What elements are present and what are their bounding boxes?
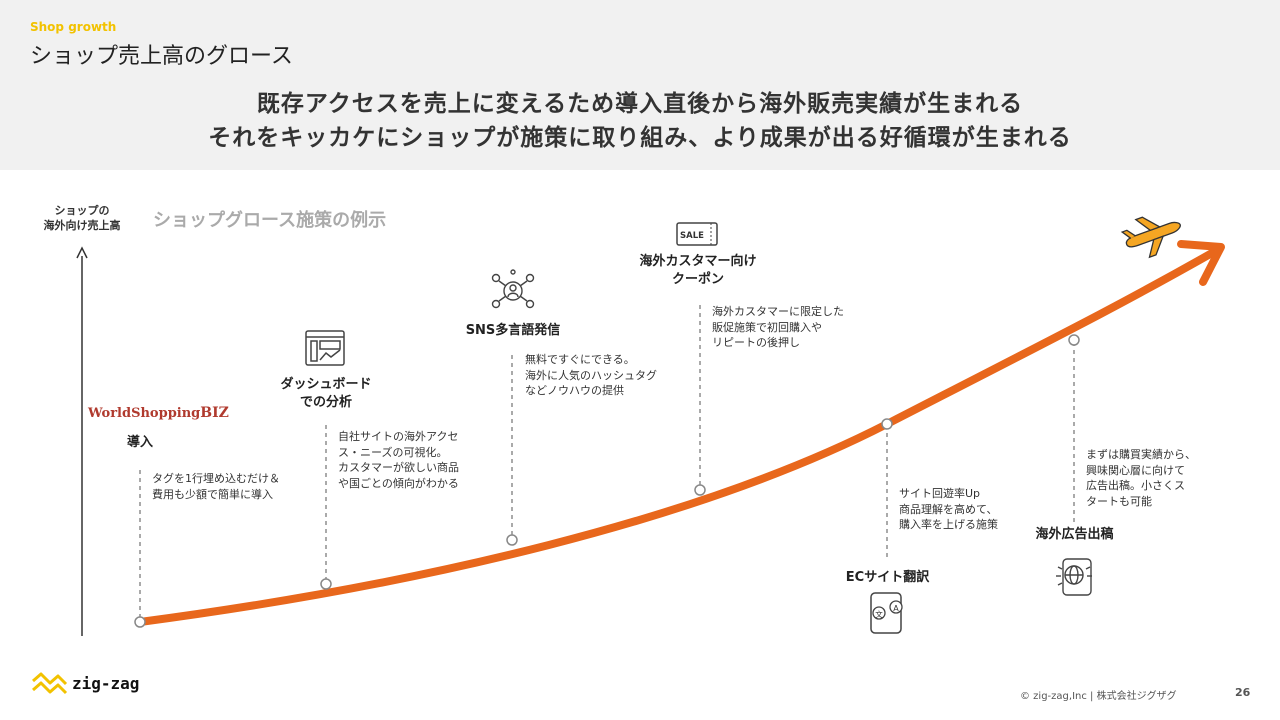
step-title-translation: ECサイト翻訳 bbox=[820, 569, 955, 587]
step-desc-coupon: 海外カスタマーに限定した 販促施策で初回購入や リピートの後押し bbox=[712, 304, 844, 351]
translate-phone-icon: 文 A bbox=[870, 592, 903, 634]
milestone-point bbox=[506, 534, 518, 546]
step-desc-line: カスタマーが欲しい商品 bbox=[338, 461, 459, 474]
step-desc-translation: サイト回遊率Up 商品理解を高めて、 購入率を上げる施策 bbox=[899, 486, 998, 533]
growth-curve-arrowhead bbox=[1177, 240, 1225, 286]
network-icon bbox=[491, 269, 535, 309]
step-title-line: ECサイト翻訳 bbox=[845, 570, 930, 585]
milestone-point bbox=[694, 484, 706, 496]
sale-coupon-icon: SALE bbox=[676, 222, 718, 246]
copyright: © zig-zag,Inc | 株式会社ジグザグ bbox=[1020, 691, 1177, 702]
page-number: 26 bbox=[1235, 686, 1251, 699]
step-desc-line: 無料ですぐにできる。 bbox=[525, 353, 635, 366]
step-desc-line: 興味関心層に向けて bbox=[1086, 463, 1185, 477]
step-desc-line: 海外に人気のハッシュタグ bbox=[525, 368, 657, 382]
worldshopping-logo: WorldShoppingBIZ bbox=[88, 405, 229, 421]
step-title-line: SNS多言語発信 bbox=[465, 323, 561, 338]
step-desc-line: 購入率を上げる施策 bbox=[899, 518, 998, 531]
step-title-line: 導入 bbox=[126, 435, 153, 450]
sale-label: SALE bbox=[680, 231, 704, 241]
y-axis-label: ショップの 海外向け売上高 bbox=[34, 203, 130, 233]
milestone-point bbox=[881, 418, 893, 430]
airplane-icon bbox=[1120, 216, 1181, 259]
step-title-intro: 導入 bbox=[110, 434, 170, 452]
step-desc-line: 商品理解を高めて、 bbox=[899, 502, 998, 516]
headline-line-2: それをキッカケにショップが施策に取り組み、より成果が出る好循環が生まれる bbox=[208, 125, 1072, 151]
step-desc-line: リピートの後押し bbox=[712, 336, 800, 349]
step-title-ads: 海外広告出稿 bbox=[1007, 526, 1142, 544]
step-title-sns: SNS多言語発信 bbox=[443, 322, 583, 340]
page-title: ショップ売上高のグロース bbox=[30, 44, 293, 69]
growth-curve bbox=[136, 249, 1216, 626]
step-title-dashboard: ダッシュボード での分析 bbox=[256, 376, 396, 412]
y-axis-label-line: 海外向け売上高 bbox=[43, 219, 121, 232]
step-desc-line: 広告出稿。小さくス bbox=[1086, 479, 1185, 492]
header-band bbox=[0, 0, 1280, 170]
step-desc-line: や国ごとの傾向がわかる bbox=[338, 476, 459, 490]
zigzag-logo-text: zig-zag bbox=[72, 674, 140, 693]
milestones bbox=[134, 334, 1080, 628]
step-desc-line: 販促施策で初回購入や bbox=[712, 320, 822, 334]
y-axis-arrowhead bbox=[76, 246, 88, 259]
worldshopping-logo-biz: BIZ bbox=[200, 405, 229, 421]
step-desc-dashboard: 自社サイトの海外アクセ ス・ニーズの可視化。 カスタマーが欲しい商品 や国ごとの… bbox=[338, 429, 459, 491]
zigzag-logo-icon bbox=[32, 672, 68, 695]
step-desc-line: まずは購買実績から、 bbox=[1086, 448, 1196, 461]
dashboard-icon bbox=[305, 330, 345, 366]
translate-char-a: A bbox=[893, 604, 899, 613]
worldshopping-logo-text: WorldShopping bbox=[88, 406, 201, 421]
step-desc-sns: 無料ですぐにできる。 海外に人気のハッシュタグ などノウハウの提供 bbox=[525, 352, 657, 399]
global-ads-icon bbox=[1056, 558, 1092, 596]
section-title: ショップグロース施策の例示 bbox=[153, 210, 387, 231]
step-title-line: 海外カスタマー向け bbox=[639, 254, 757, 269]
step-title-line: クーポン bbox=[671, 272, 724, 287]
milestone-point bbox=[1068, 334, 1080, 346]
step-desc-line: などノウハウの提供 bbox=[525, 384, 624, 397]
milestone-point bbox=[134, 616, 146, 628]
step-title-line: での分析 bbox=[299, 395, 352, 410]
y-axis-label-line: ショップの bbox=[54, 204, 110, 217]
step-desc-line: タグを1行埋め込むだけ＆ bbox=[152, 472, 280, 485]
step-desc-line: 自社サイトの海外アクセ bbox=[338, 430, 459, 443]
section-eyebrow: Shop growth bbox=[30, 20, 117, 34]
step-desc-line: タートも可能 bbox=[1086, 494, 1152, 508]
headline-line-1: 既存アクセスを売上に変えるため導入直後から海外販売実績が生まれる bbox=[256, 91, 1024, 117]
step-title-line: 海外広告出稿 bbox=[1035, 527, 1114, 542]
translate-char-bun: 文 bbox=[875, 609, 883, 619]
step-title-coupon: 海外カスタマー向け クーポン bbox=[618, 253, 778, 289]
step-desc-ads: まずは購買実績から、 興味関心層に向けて 広告出稿。小さくス タートも可能 bbox=[1086, 447, 1196, 509]
step-desc-line: 海外カスタマーに限定した bbox=[712, 305, 844, 318]
guide-lines bbox=[139, 305, 1075, 620]
step-title-line: ダッシュボード bbox=[280, 377, 372, 392]
milestone-point bbox=[320, 578, 332, 590]
step-desc-line: 費用も少額で簡単に導入 bbox=[152, 487, 273, 501]
step-desc-line: サイト回遊率Up bbox=[899, 487, 981, 500]
step-desc-intro: タグを1行埋め込むだけ＆ 費用も少額で簡単に導入 bbox=[152, 471, 280, 502]
step-desc-line: ス・ニーズの可視化。 bbox=[338, 445, 448, 459]
